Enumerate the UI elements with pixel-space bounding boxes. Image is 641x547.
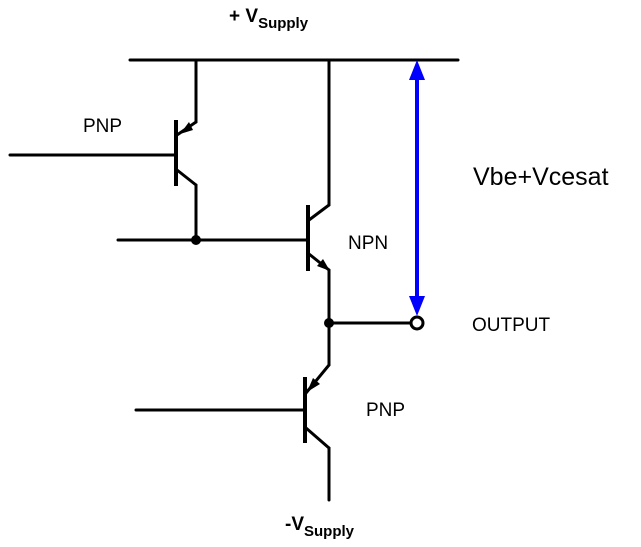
measurement-label: Vbe+Vcesat	[473, 163, 609, 191]
pnp-transistor-bottom	[134, 363, 331, 502]
output-label: OUTPUT	[472, 315, 551, 336]
npn-emitter-arrow	[317, 259, 330, 271]
pnp-bottom-label: PNP	[366, 400, 405, 421]
measurement-arrowhead-bottom	[409, 296, 425, 316]
pnp-bottom-collector	[304, 426, 331, 450]
pnp-transistor-top	[8, 58, 198, 242]
pnp-top-label: PNP	[83, 116, 122, 137]
npn-label: NPN	[348, 233, 388, 254]
npn-collector	[307, 203, 331, 222]
measurement-arrowhead-top	[409, 60, 425, 80]
junction-node-base	[191, 235, 201, 245]
supply-positive-label: + VSupply	[229, 6, 309, 32]
npn-transistor	[306, 58, 331, 367]
pnp-top-collector	[175, 168, 198, 187]
measurement-arrow	[409, 60, 425, 316]
pnp-bottom-emitter-arrow	[307, 378, 320, 392]
junction-node-output	[324, 318, 334, 328]
supply-negative-label: -VSupply	[285, 514, 355, 540]
output-terminal	[409, 315, 425, 331]
pnp-top-emitter-arrow	[180, 122, 193, 134]
